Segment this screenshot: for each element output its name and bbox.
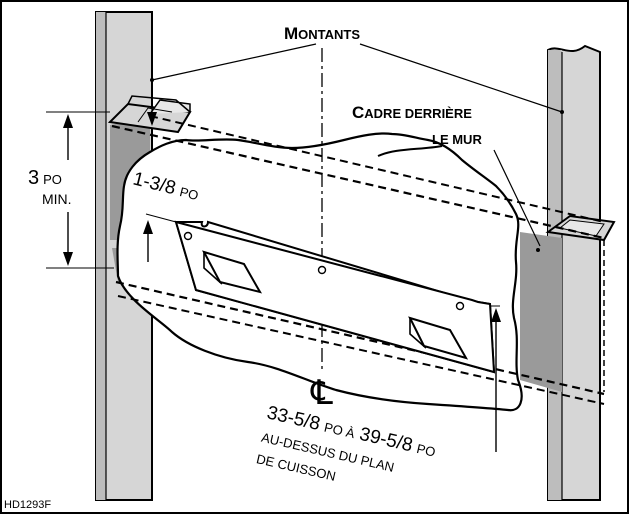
frame-top-line-upper <box>111 124 605 240</box>
range-dimension <box>490 305 501 452</box>
frame-leader <box>493 149 541 252</box>
studs-leaders <box>147 43 564 126</box>
range-label: 33-5/8PO À39-5/8PO AU-DESSUS DU PLAN DE … <box>255 402 437 484</box>
min-height-dimension <box>46 111 114 269</box>
wall-crack <box>377 145 443 157</box>
right-blocking-block <box>545 214 616 392</box>
mounting-plate <box>174 220 496 374</box>
centerline-symbol: ℄ <box>310 374 333 412</box>
offset-dimension <box>143 213 177 262</box>
frame-label-line2: LE MUR <box>432 132 482 147</box>
frame-bottom-line-upper <box>115 280 605 396</box>
figure-code: HD1293F <box>4 499 51 511</box>
studs-label: MONTANTS <box>284 24 360 43</box>
frame-bottom-line-lower <box>117 295 605 405</box>
min-height-label-line2: MIN. <box>42 191 72 207</box>
right-blocking-shadow <box>520 232 562 392</box>
frame-label-line1: CADRE DERRIÈRE <box>352 103 472 122</box>
